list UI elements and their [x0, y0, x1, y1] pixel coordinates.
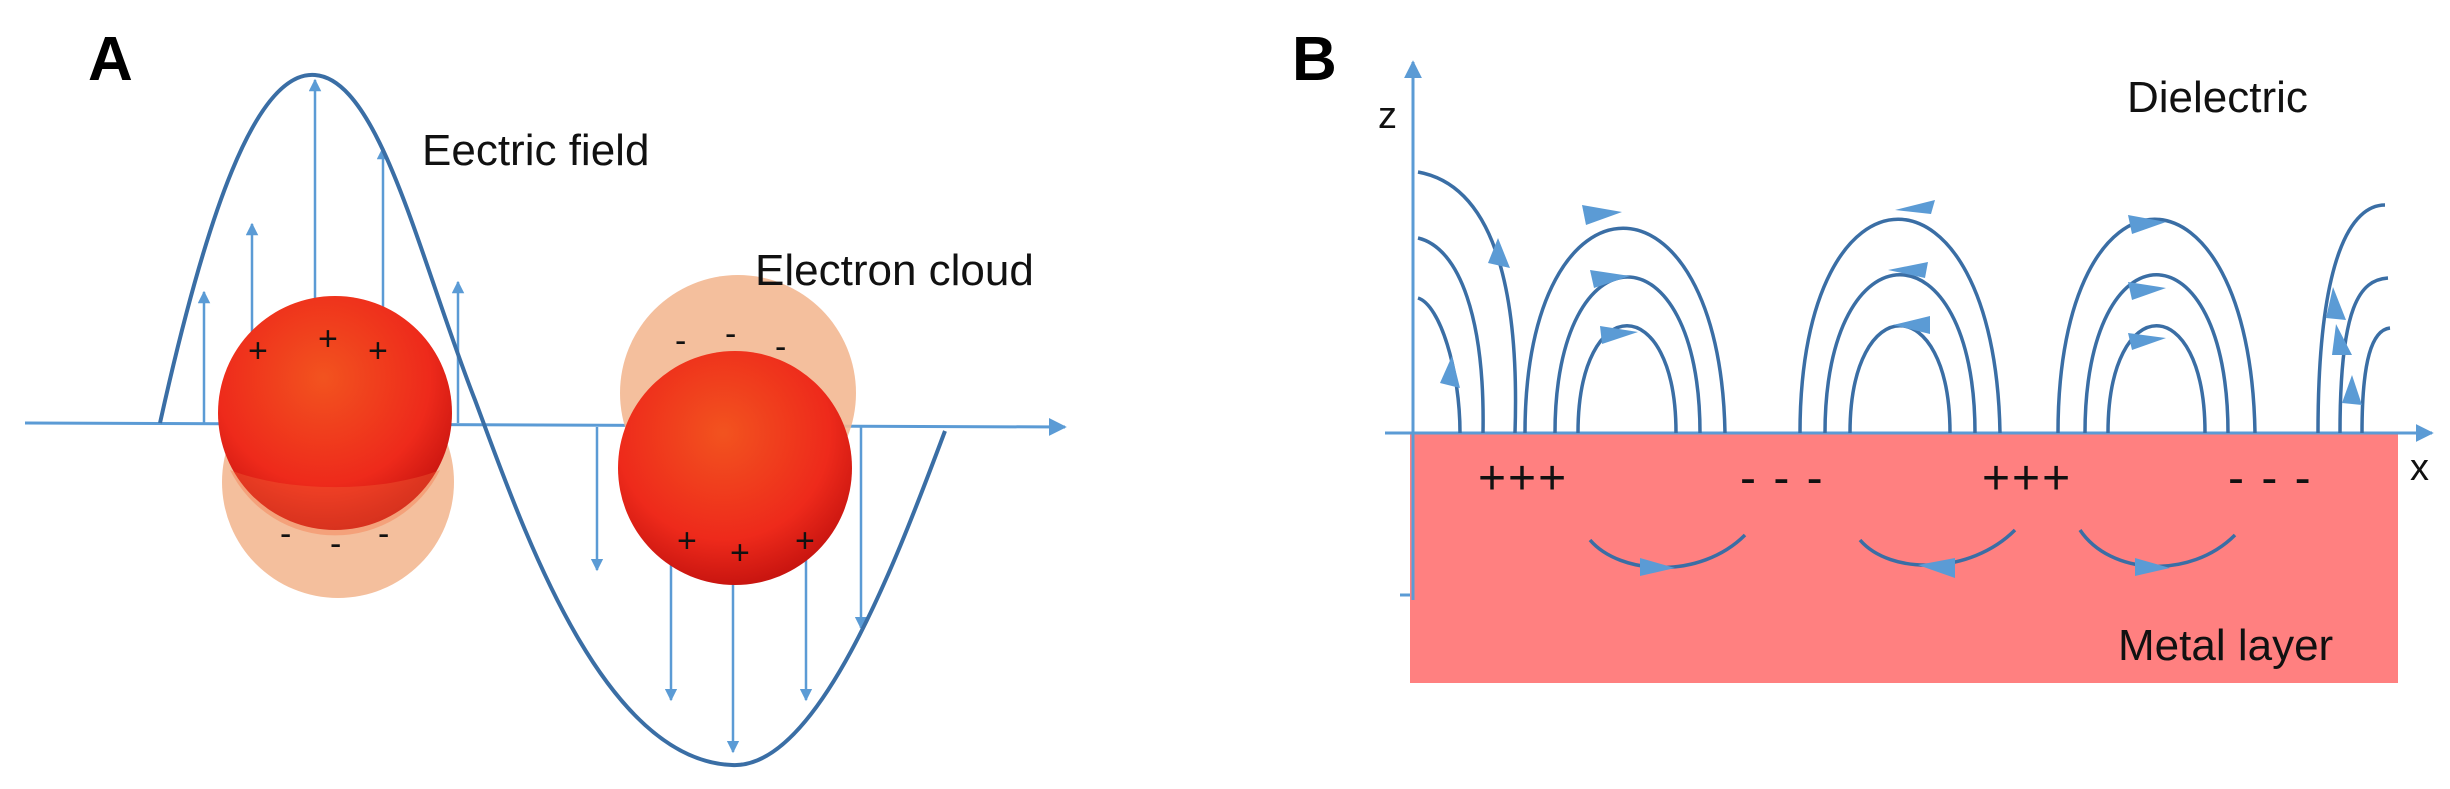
svg-text:-: -: [725, 315, 736, 353]
x-axis-label: x: [2410, 447, 2429, 489]
svg-text:+: +: [795, 522, 815, 560]
panel-a-letter: A: [88, 25, 133, 94]
charge-positive-1: +++: [1478, 452, 1568, 505]
nucleus-signs-left: + + +: [248, 320, 388, 370]
electric-field-wave: [158, 72, 947, 768]
propagation-axis: [24, 417, 1067, 436]
svg-text:-: -: [775, 328, 786, 366]
metal-layer-label: Metal layer: [2118, 621, 2333, 670]
svg-text:-: -: [330, 525, 341, 563]
svg-text:+: +: [318, 320, 338, 358]
charge-positive-2: +++: [1982, 452, 2072, 505]
svg-text:-: -: [280, 515, 291, 553]
dielectric-label: Dielectric: [2127, 73, 2308, 122]
panel-b: B Metal layer z x Dielectric: [1292, 25, 2434, 683]
metal-layer: [1410, 433, 2398, 683]
svg-text:+: +: [730, 534, 750, 572]
z-axis-label: z: [1378, 95, 1397, 137]
charge-negative-2: - - -: [2228, 452, 2313, 505]
nucleus-right: [618, 351, 852, 585]
svg-text:+: +: [677, 522, 697, 560]
nucleus-left: [218, 296, 452, 530]
svg-text:+: +: [248, 332, 268, 370]
field-lines: [1417, 170, 2391, 434]
field-line-arrowheads: [1440, 200, 2362, 405]
electron-cloud-label: Electron cloud: [755, 246, 1034, 295]
cloud-signs-right: - - -: [675, 315, 786, 366]
cloud-signs-left: - - -: [280, 515, 389, 563]
electric-field-label: Eectric field: [422, 126, 649, 175]
svg-text:+: +: [368, 332, 388, 370]
panel-a: A - - - + +: [24, 25, 1067, 768]
nucleus-signs-right: + + +: [677, 522, 815, 572]
panel-b-letter: B: [1292, 25, 1337, 94]
svg-text:-: -: [378, 515, 389, 553]
svg-text:-: -: [675, 322, 686, 360]
charge-negative-1: - - -: [1740, 452, 1825, 505]
